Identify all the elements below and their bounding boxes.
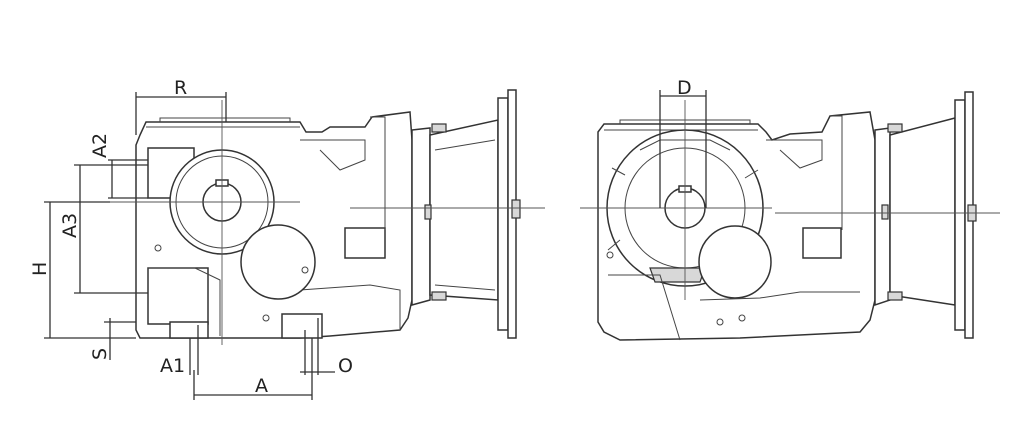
dim-label-A1: A1 [160, 355, 185, 377]
right-ring-segment [649, 267, 706, 283]
left-top-plate [159, 117, 291, 122]
left-lower-port [147, 267, 209, 325]
left-foot-2 [281, 313, 323, 339]
right-view: D [580, 77, 1000, 341]
dim-label-H: H [29, 262, 51, 276]
left-bell-ribs [434, 139, 496, 291]
dim-label-A: A [255, 375, 268, 397]
right-ring-spokes [607, 167, 759, 251]
left-secondary-bore [240, 224, 316, 300]
dim-label-D: D [677, 77, 692, 99]
right-bolt-hole-2 [716, 318, 724, 326]
left-bolt-top [431, 123, 447, 133]
left-flange-stub [511, 199, 521, 219]
left-adapter-lug [424, 204, 432, 220]
right-side-rib [830, 115, 843, 230]
left-bolt-hole-1 [154, 244, 162, 252]
left-bell-housing [429, 119, 499, 301]
right-bolt-hole-1 [606, 251, 614, 259]
dim-label-A3: A3 [59, 213, 81, 238]
right-upper-rib [766, 139, 823, 169]
right-output-flange [954, 99, 966, 331]
left-view: R A2 A3 H S A1 A O [29, 77, 545, 400]
dim-label-S: S [89, 348, 111, 360]
left-bolt-bottom [431, 291, 447, 301]
dim-label-R: R [174, 77, 187, 99]
left-side-rib [370, 116, 386, 230]
left-lower-right-rib [299, 284, 401, 330]
dim-label-O: O [338, 355, 353, 377]
right-side-block [802, 227, 842, 259]
left-upper-rib [300, 139, 366, 171]
right-bolt-hole-3 [738, 314, 746, 322]
right-secondary-bore [698, 225, 772, 299]
left-foot-1 [169, 321, 209, 339]
left-motor-adapter [411, 127, 431, 306]
right-bolt-top [887, 123, 903, 133]
left-side-block [344, 227, 386, 259]
right-adapter-lug [881, 204, 889, 220]
left-lower-rib [148, 267, 221, 336]
left-output-flange [497, 97, 509, 331]
left-bolt-hole-2 [262, 314, 270, 322]
right-bell-housing [889, 117, 956, 306]
left-bolt-hole-3 [301, 266, 309, 274]
right-bolt-bottom [887, 291, 903, 301]
dim-label-A2: A2 [89, 133, 111, 158]
right-lower-ribs [608, 274, 860, 341]
